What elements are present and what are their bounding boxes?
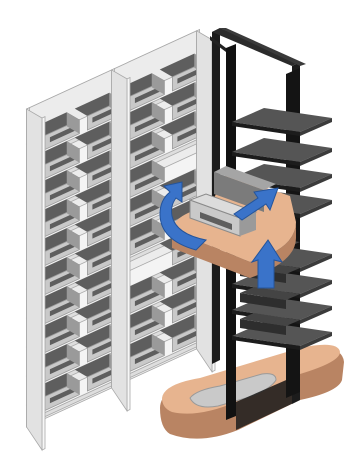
robot-shelf-bin [240,293,286,309]
extend-arrow-icon [233,187,279,221]
robot-shelf [232,164,332,188]
robot-base [160,344,344,439]
rotate-arrow-icon [159,181,208,251]
robot-shelf [232,108,332,132]
lift-arrow-icon [250,239,284,289]
robot-shelf-bin [240,319,286,335]
rack-upright [41,115,46,451]
rack-upright [126,76,131,412]
robot-shelf [232,138,332,162]
